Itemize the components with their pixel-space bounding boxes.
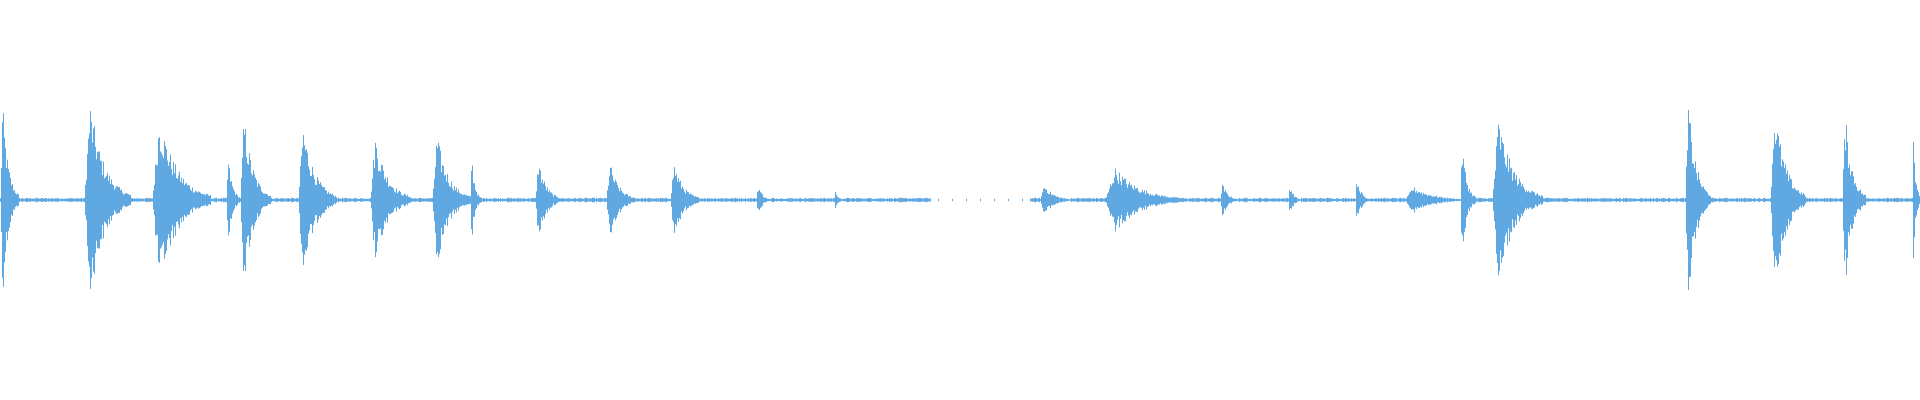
waveform-canvas <box>0 109 1920 291</box>
